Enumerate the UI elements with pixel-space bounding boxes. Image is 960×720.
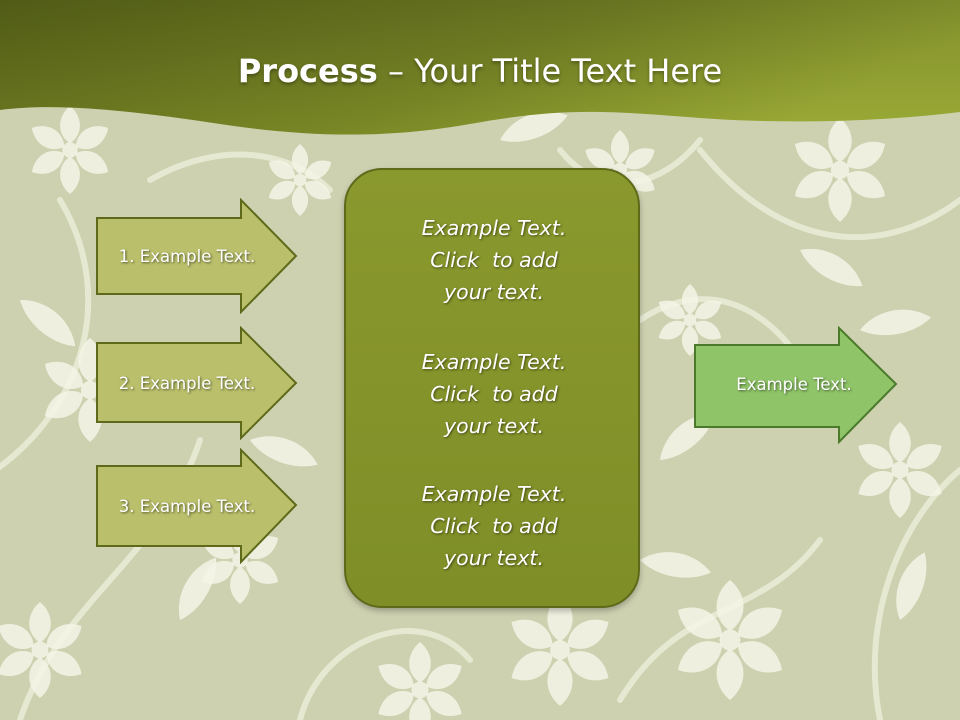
title-rest: – Your Title Text Here (377, 52, 723, 90)
title-bold: Process (237, 52, 378, 90)
text-block-1: Example Text. Click to add your text. (346, 212, 642, 308)
text-line: your text. (444, 280, 544, 304)
step-arrow-2[interactable]: 2. Example Text. (96, 326, 298, 440)
text-line: your text. (444, 414, 544, 438)
step-label: 3. Example Text. (118, 496, 256, 516)
arrow-shape (96, 326, 298, 440)
text-line: Example Text. (421, 216, 567, 240)
text-block-2: Example Text. Click to add your text. (346, 346, 642, 442)
step-arrow-1[interactable]: 1. Example Text. (96, 198, 298, 314)
text-line: Click to add (430, 248, 558, 272)
text-line: your text. (444, 546, 544, 570)
text-block-3: Example Text. Click to add your text. (346, 478, 642, 574)
text-line: Example Text. (421, 482, 567, 506)
step-label: 1. Example Text. (118, 246, 256, 266)
text-line: Click to add (430, 382, 558, 406)
result-arrow[interactable]: Example Text. (694, 326, 898, 444)
arrow-shape (96, 448, 298, 564)
result-label: Example Text. (736, 374, 852, 394)
step-arrow-3[interactable]: 3. Example Text. (96, 448, 298, 564)
center-text-box[interactable]: Example Text. Click to add your text. Ex… (344, 168, 640, 608)
arrow-shape (96, 198, 298, 314)
text-line: Click to add (430, 514, 558, 538)
slide-title[interactable]: Process – Your Title Text Here (0, 52, 960, 90)
arrow-shape (694, 326, 898, 444)
text-line: Example Text. (421, 350, 567, 374)
step-label: 2. Example Text. (118, 373, 256, 393)
